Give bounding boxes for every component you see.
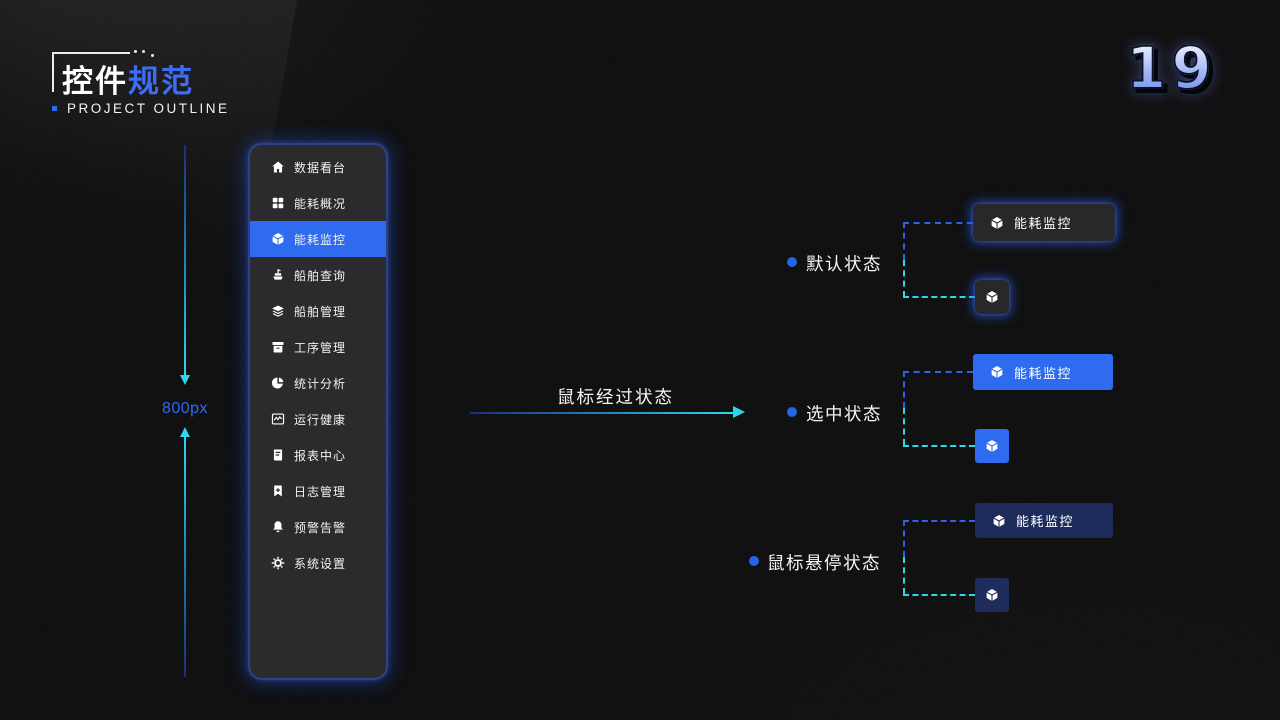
bell-icon: [271, 520, 285, 534]
arrow-up-icon: [180, 427, 190, 437]
selected-connector-vertical: [903, 408, 905, 445]
sidebar-item-label: 船舶管理: [294, 304, 347, 319]
sidebar-item-8[interactable]: 运行健康: [250, 401, 386, 437]
sidebar-item-4[interactable]: 船舶查询: [250, 257, 386, 293]
hover-state-label: 鼠标悬停状态: [767, 553, 881, 573]
page-subtitle: PROJECT OUTLINE: [67, 101, 230, 116]
home-icon: [271, 160, 285, 174]
title-corner-bracket-top: [52, 52, 130, 54]
arrow-down-icon: [180, 375, 190, 385]
report-icon: [271, 448, 285, 462]
page-title-blue: 规范: [128, 64, 194, 100]
subtitle-dot: [52, 106, 57, 111]
grid-icon: [271, 196, 285, 210]
hover-arrow-label: 鼠标经过状态: [557, 387, 674, 407]
ship-icon: [271, 268, 285, 282]
default-connector-top: [903, 222, 973, 224]
menu-item-label: 能耗监控: [1014, 365, 1073, 381]
menu-item-selected-collapsed[interactable]: [975, 429, 1009, 463]
measure-line-top: [184, 145, 186, 375]
menu-item-label: 能耗监控: [1014, 216, 1073, 231]
hover-connector-vertical: [903, 520, 905, 557]
cube-icon: [985, 588, 999, 602]
default-connector-vertical: [903, 260, 905, 297]
cube-icon: [992, 514, 1006, 528]
arrow-right-icon: [733, 406, 745, 418]
pie-icon: [271, 376, 285, 390]
bookmark-icon: [271, 484, 285, 498]
page-title: 控件规范: [62, 56, 194, 101]
sidebar-item-10[interactable]: 日志管理: [250, 473, 386, 509]
page-number: 19: [1125, 33, 1217, 103]
sidebar-item-label: 数据看台: [294, 160, 347, 175]
menu-item-default-expanded[interactable]: 能耗监控: [973, 204, 1115, 241]
cube-icon: [271, 232, 285, 246]
sidebar-item-3[interactable]: 能耗监控: [250, 221, 386, 257]
sidebar-item-label: 预警告警: [294, 520, 347, 535]
menu-item-hover-expanded[interactable]: 能耗监控: [975, 503, 1113, 538]
selected-state-bullet: [787, 407, 797, 417]
sidebar-item-label: 统计分析: [294, 376, 347, 391]
title-dot: [134, 50, 137, 53]
sidebar-item-label: 能耗概况: [294, 196, 347, 211]
activity-icon: [271, 412, 285, 426]
default-state-bullet: [787, 257, 797, 267]
sidebar-item-2[interactable]: 能耗概况: [250, 185, 386, 221]
layers-icon: [271, 304, 285, 318]
menu-item-default-collapsed[interactable]: [975, 280, 1009, 314]
sidebar-item-label: 报表中心: [294, 448, 347, 463]
title-dot: [151, 54, 154, 57]
sidebar-item-label: 能耗监控: [294, 232, 347, 247]
sidebar-item-9[interactable]: 报表中心: [250, 437, 386, 473]
sidebar-item-1[interactable]: 数据看台: [250, 149, 386, 185]
menu-item-label: 能耗监控: [1016, 514, 1075, 529]
cube-icon: [990, 216, 1004, 230]
title-dot: [142, 50, 145, 53]
page-title-white: 控件: [62, 64, 128, 100]
cube-icon: [985, 290, 999, 304]
hover-arrow-line: [470, 412, 733, 414]
sidebar-item-12[interactable]: 系统设置: [250, 545, 386, 581]
selected-connector-vertical: [903, 371, 905, 408]
selected-state-label: 选中状态: [806, 404, 882, 424]
menu-item-selected-expanded[interactable]: 能耗监控: [973, 354, 1113, 390]
default-state-label: 默认状态: [806, 254, 882, 274]
sidebar-item-label: 系统设置: [294, 556, 347, 571]
menu-item-hover-collapsed[interactable]: [975, 578, 1009, 612]
cube-icon: [990, 365, 1004, 379]
measure-line-bottom: [184, 437, 186, 677]
measure-label: 800px: [161, 400, 209, 417]
hover-connector-vertical: [903, 557, 905, 594]
sidebar-item-label: 运行健康: [294, 412, 347, 427]
default-connector-bottom: [903, 296, 975, 298]
sidebar-item-label: 工序管理: [294, 340, 347, 355]
sidebar-item-label: 日志管理: [294, 484, 347, 499]
sidebar-menu: 数据看台能耗概况能耗监控船舶查询船舶管理工序管理统计分析运行健康报表中心日志管理…: [248, 143, 388, 680]
default-connector-vertical: [903, 222, 905, 260]
gear-icon: [271, 556, 285, 570]
selected-connector-top: [903, 371, 973, 373]
sidebar-item-5[interactable]: 船舶管理: [250, 293, 386, 329]
hover-connector-top: [903, 520, 975, 522]
sidebar-item-6[interactable]: 工序管理: [250, 329, 386, 365]
cube-icon: [985, 439, 999, 453]
archive-icon: [271, 340, 285, 354]
sidebar-item-label: 船舶查询: [294, 268, 347, 283]
title-corner-bracket-left: [52, 52, 54, 92]
sidebar-item-11[interactable]: 预警告警: [250, 509, 386, 545]
selected-connector-bottom: [903, 445, 975, 447]
hover-connector-bottom: [903, 594, 975, 596]
sidebar-item-7[interactable]: 统计分析: [250, 365, 386, 401]
hover-state-bullet: [749, 556, 759, 566]
